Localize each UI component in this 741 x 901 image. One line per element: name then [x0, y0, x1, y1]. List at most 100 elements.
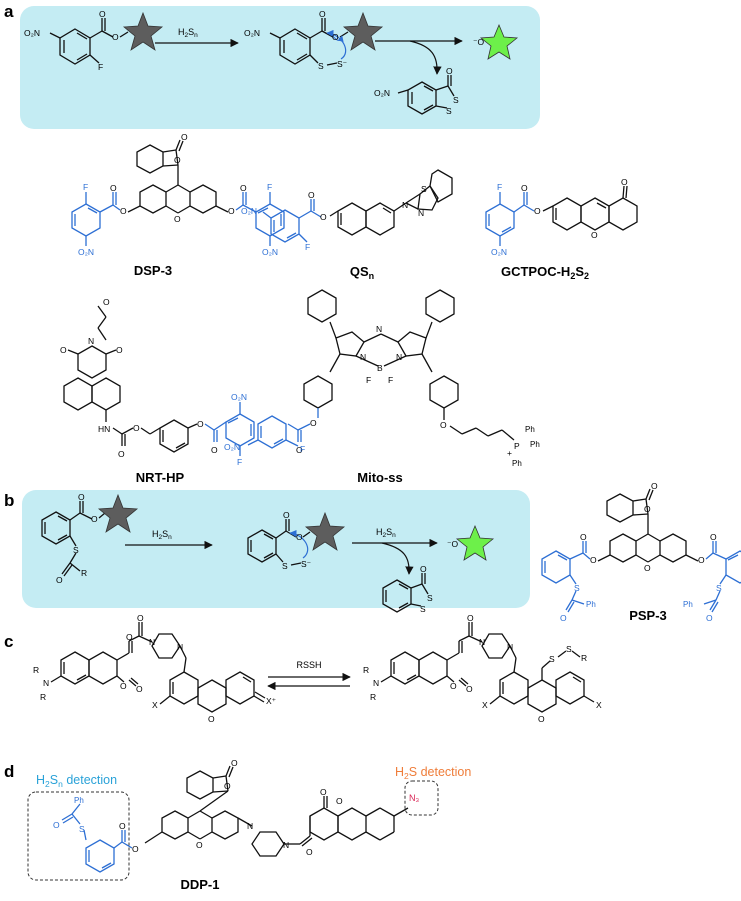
- phosphonium-label: P: [514, 441, 520, 451]
- nitro-label: O₂N: [241, 206, 257, 216]
- carbonyl-o-label: O: [319, 9, 326, 19]
- product-c: [380, 622, 595, 713]
- sulfur-label: S: [427, 593, 433, 603]
- sulfur-label: S: [73, 545, 79, 555]
- nitro-label: O₂N: [231, 392, 247, 402]
- lactone-o-label: O: [231, 758, 238, 768]
- ester-o-label: O: [228, 206, 235, 216]
- ring-o-label: O: [644, 504, 651, 514]
- carbonyl-o-label: O: [420, 564, 427, 574]
- thioester-o-label: O: [706, 613, 713, 623]
- fluoro-label: F: [300, 444, 305, 454]
- acyl-o-label: O: [56, 575, 63, 585]
- ether-o-label: O: [440, 420, 447, 430]
- r-group-label: R: [581, 653, 587, 663]
- nitro-label: O₂N: [262, 247, 278, 257]
- xanthene-o-label: O: [208, 714, 215, 724]
- gctpoc-structure: [485, 185, 638, 246]
- dye-star-icon: [122, 11, 164, 51]
- carbonyl-o-label: O: [580, 532, 587, 542]
- carbonyl-o-label: O: [283, 510, 290, 520]
- lactone-o-label: O: [336, 796, 343, 806]
- disulfide-s-label: S: [549, 654, 555, 664]
- fluoro-label: F: [305, 242, 310, 252]
- panel-letter-b: b: [4, 491, 14, 510]
- ddp1-structure: [61, 765, 409, 873]
- lactone-o-label: O: [651, 481, 658, 491]
- piperazine-n-label: N: [177, 642, 183, 652]
- panel-letter-a: a: [4, 2, 14, 21]
- phenyl-label: Ph: [512, 459, 522, 468]
- sulfur-label: S: [420, 604, 426, 614]
- phosphonium-charge: +: [507, 448, 512, 458]
- nitro-label: O₂N: [78, 247, 94, 257]
- amine-n-label: N: [43, 678, 49, 688]
- phenyl-label: Ph: [530, 440, 540, 449]
- thioester-s-label: S: [574, 583, 580, 593]
- ester-o-label: O: [320, 212, 327, 222]
- byproduct-arrow-a: [409, 40, 442, 75]
- ring-o-label: O: [174, 155, 181, 165]
- xanthene-o-label: O: [644, 563, 651, 573]
- r-group-label: R: [81, 568, 87, 578]
- sulfide-anion-label: S⁻: [337, 59, 348, 69]
- reagent-label-b1: H2Sn: [152, 529, 172, 541]
- imide-o-label: O: [116, 345, 123, 355]
- amide-o-label: O: [137, 613, 144, 623]
- reactant-a: [49, 18, 129, 65]
- dsp3-structure: [71, 139, 285, 246]
- ester-o-label: O: [120, 206, 127, 216]
- phenyl-label: Ph: [74, 796, 84, 805]
- dye-star-icon: [97, 493, 139, 533]
- coumarin-o-label: O: [320, 787, 327, 797]
- sulfur-label: S: [453, 95, 459, 105]
- fluoro-label: F: [388, 375, 393, 385]
- compound-name-nrthp: NRT-HP: [136, 470, 185, 485]
- compound-name-ddp1: DDP-1: [180, 877, 219, 892]
- amide-o-label: O: [467, 613, 474, 623]
- reagent-label-c: RSSH: [296, 660, 321, 670]
- x-cation-label: X⁺: [266, 696, 277, 706]
- r-group-label: R: [363, 665, 369, 675]
- ring-o-label: O: [591, 230, 598, 240]
- reagent-label-a: H2Sn: [178, 27, 198, 39]
- amide-o-label: O: [306, 847, 313, 857]
- nitro-label: O₂N: [491, 247, 507, 257]
- compound-name-gctpoc: GCTPOC-H2S2: [501, 264, 589, 281]
- label-h2s-detection: H2S detection: [395, 765, 471, 781]
- nitro-label: O₂N: [24, 28, 40, 38]
- imide-n-label: N: [88, 336, 94, 346]
- carbonyl-o-label: O: [211, 445, 218, 455]
- nitro-label: O₂N: [224, 442, 240, 452]
- imide-o-label: O: [60, 345, 67, 355]
- r-group-label: R: [370, 692, 376, 702]
- amine-n-label: N: [373, 678, 379, 688]
- xanthene-o-label: O: [196, 840, 203, 850]
- panel-letter-d: d: [4, 762, 14, 781]
- coumarin-o-label: O: [120, 681, 127, 691]
- lactone-o-label: O: [466, 684, 473, 694]
- phenyl-label: Ph: [683, 600, 693, 609]
- byproduct-a: [397, 75, 455, 115]
- phenolate-label: ⁻O: [447, 539, 458, 549]
- piperazine-n-label: N: [479, 637, 485, 647]
- thioester-o-label: O: [53, 820, 60, 830]
- carbonyl-o-label: O: [99, 9, 106, 19]
- aza-n-label: N: [376, 324, 382, 334]
- fluoro-label: F: [267, 182, 272, 192]
- h2sn-trigger-highlight: [27, 791, 130, 881]
- nucleophilic-attack-arrow: [289, 529, 309, 559]
- carbonyl-o-label: O: [308, 190, 315, 200]
- quinoline-n-label: N: [402, 200, 408, 210]
- fluorescent-star-icon: [479, 23, 519, 60]
- carbonyl-o-label: O: [78, 492, 85, 502]
- disulfide-s-label: S: [566, 644, 572, 654]
- psp3-structure: [541, 488, 741, 613]
- nitro-label: O₂N: [244, 28, 260, 38]
- carbonyl-o-label: O: [710, 532, 717, 542]
- reactant-b: [41, 501, 106, 577]
- amide-o-label: O: [126, 632, 133, 642]
- carbonyl-o-label: O: [240, 183, 247, 193]
- sulfur-label: S: [446, 106, 452, 116]
